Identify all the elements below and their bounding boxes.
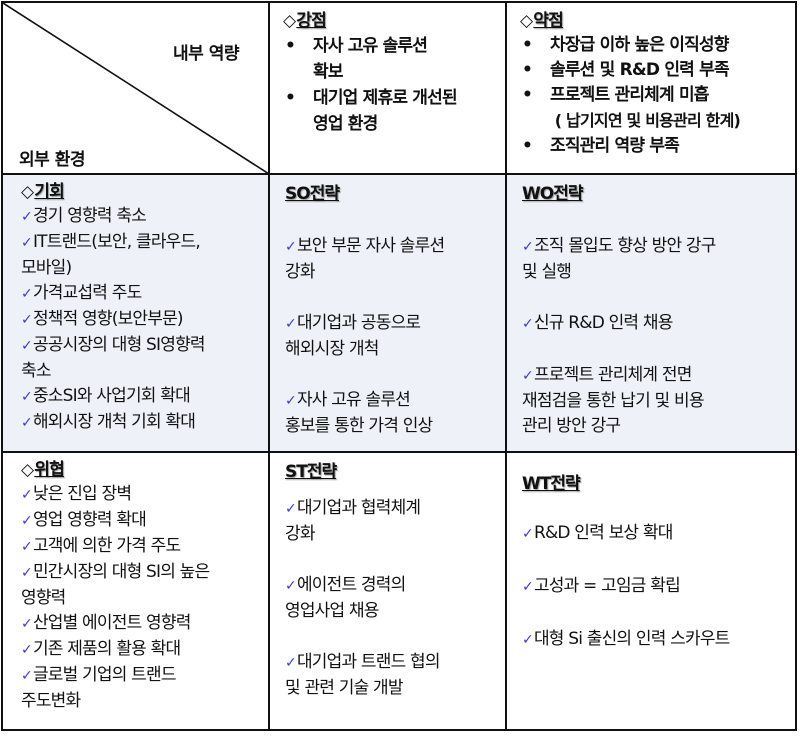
external-environment-label: 외부 환경: [19, 150, 85, 170]
diamond-icon: ◇: [21, 460, 34, 480]
list-item: ✓낮은 진입 장벽: [21, 484, 132, 504]
column-divider: [505, 3, 507, 729]
check-icon: ✓: [285, 239, 297, 255]
opportunities-list: ✓경기 영향력 축소 ✓IT트랜드(보안, 클라우드,모바일) ✓가격교섭력 주…: [21, 204, 269, 436]
list-item: ✓가격교섭력 주도: [21, 283, 142, 303]
check-icon: ✓: [21, 565, 33, 581]
list-item: ✓경기 영향력 축소: [21, 206, 147, 226]
check-icon: ✓: [285, 501, 297, 517]
check-icon: ✓: [21, 539, 33, 555]
diagonal-divider: [3, 3, 269, 174]
check-icon: ✓: [21, 286, 33, 302]
check-icon: ✓: [285, 393, 297, 409]
threats-heading: ◇위협: [21, 460, 65, 480]
check-icon: ✓: [522, 632, 534, 648]
check-icon: ✓: [522, 316, 534, 332]
list-item: ✓신규 R&D 인력 채용: [522, 313, 673, 333]
list-item: ✓중소SI와 사업기회 확대: [21, 386, 191, 406]
list-item: ✓R&D 인력 보상 확대: [522, 523, 673, 543]
bullet-icon: •: [285, 36, 296, 56]
so-strategy-heading: SO전략: [285, 184, 340, 204]
check-icon: ✓: [522, 368, 534, 384]
column-divider: [268, 3, 270, 729]
check-icon: ✓: [522, 526, 534, 542]
check-icon: ✓: [285, 655, 297, 671]
row-divider: [3, 173, 795, 175]
list-item: •차장급 이하 높은 이직성향: [520, 33, 795, 58]
list-item: ✓고객에 의한 가격 주도: [21, 536, 181, 556]
check-icon: ✓: [522, 579, 534, 595]
bullet-icon: •: [522, 60, 533, 80]
check-icon: ✓: [21, 389, 33, 405]
row-divider: [3, 451, 795, 453]
check-icon: ✓: [21, 312, 33, 328]
opportunities-cell: ◇기회 ✓경기 영향력 축소 ✓IT트랜드(보안, 클라우드,모바일) ✓가격교…: [3, 174, 269, 452]
check-icon: ✓: [285, 578, 297, 594]
wt-strategy-heading: WT전략: [522, 474, 581, 494]
list-item: ✓고성과 = 고임금 확립: [522, 576, 681, 596]
list-item: ✓정책적 영향(보안부문): [21, 309, 184, 329]
check-icon: ✓: [285, 316, 297, 332]
weaknesses-list: •차장급 이하 높은 이직성향 •솔루션 및 R&D 인력 부족 •프로젝트 관…: [520, 33, 795, 159]
internal-capability-label: 내부 역량: [173, 44, 239, 64]
check-icon: ✓: [21, 235, 33, 251]
weaknesses-cell: ◇약점 •차장급 이하 높은 이직성향 •솔루션 및 R&D 인력 부족 •프로…: [506, 3, 795, 174]
list-item: •솔루션 및 R&D 인력 부족: [520, 58, 795, 83]
check-icon: ✓: [21, 209, 33, 225]
list-item: ✓IT트랜드(보안, 클라우드,모바일): [21, 232, 201, 278]
wo-strategy-heading: WO전략: [522, 184, 583, 204]
wt-strategy-cell: WT전략 ✓R&D 인력 보상 확대 ✓고성과 = 고임금 확립 ✓대형 Si …: [506, 452, 795, 729]
bullet-icon: •: [285, 88, 296, 108]
bullet-icon: •: [522, 35, 533, 55]
check-icon: ✓: [21, 668, 33, 684]
check-icon: ✓: [21, 513, 33, 529]
threats-list: ✓낮은 진입 장벽 ✓영업 영향력 확대 ✓고객에 의한 가격 주도 ✓민간시장…: [21, 482, 269, 714]
check-icon: ✓: [522, 239, 534, 255]
check-icon: ✓: [21, 415, 33, 431]
diamond-icon: ◇: [283, 11, 296, 31]
check-icon: ✓: [21, 642, 33, 658]
check-icon: ✓: [21, 338, 33, 354]
check-icon: ✓: [21, 487, 33, 503]
bullet-icon: •: [522, 136, 533, 156]
list-item: ✓기존 제품의 활용 확대: [21, 639, 181, 659]
opportunities-heading: ◇기회: [21, 182, 65, 202]
diamond-icon: ◇: [21, 182, 34, 202]
threats-cell: ◇위협 ✓낮은 진입 장벽 ✓영업 영향력 확대 ✓고객에 의한 가격 주도 ✓…: [3, 452, 269, 729]
list-item: ✓산업별 에이전트 영향력: [21, 613, 191, 633]
list-item: •프로젝트 관리체계 미흡 ( 납기지연 및 비용관리 한계): [522, 85, 741, 130]
weaknesses-heading: ◇약점: [520, 11, 564, 31]
list-item: ✓영업 영향력 확대: [21, 510, 147, 530]
strengths-heading: ◇강점: [283, 11, 327, 31]
check-icon: ✓: [21, 616, 33, 632]
diamond-icon: ◇: [520, 11, 533, 31]
list-item: •조직관리 역량 부족: [520, 134, 795, 159]
list-item: ✓해외시장 개척 기회 확대: [21, 412, 196, 432]
bullet-icon: •: [522, 85, 533, 105]
list-item: ✓대형 Si 출신의 인력 스카우트: [522, 629, 730, 649]
st-strategy-heading: ST전략: [285, 462, 337, 482]
corner-cell: 내부 역량 외부 환경: [3, 3, 269, 174]
